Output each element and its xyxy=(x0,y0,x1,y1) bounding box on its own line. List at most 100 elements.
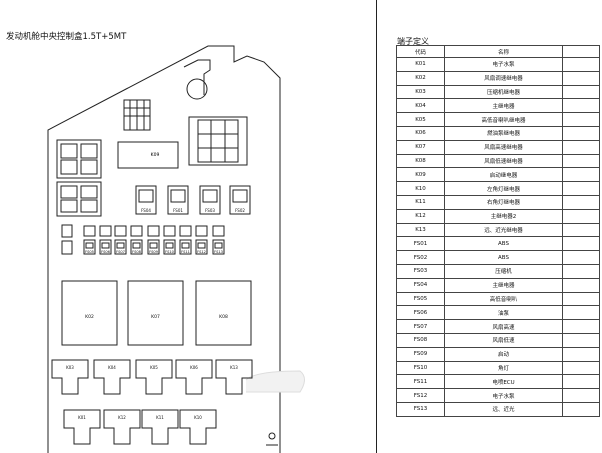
cell-code: FS02 xyxy=(396,250,445,265)
cell-name: 压缩机继电器 xyxy=(444,84,563,100)
large-fuse-slot xyxy=(202,189,218,203)
large-fuse xyxy=(199,185,221,215)
large-relay xyxy=(61,280,118,346)
cell-code: FS01 xyxy=(396,236,445,252)
small-fuse-label: FS08 xyxy=(132,250,142,254)
cell-extra xyxy=(562,70,600,86)
cell-code: FS07 xyxy=(396,319,445,334)
cell-extra xyxy=(562,139,600,155)
cell-name: 远、近光继电器 xyxy=(444,222,563,238)
cell-code: FS08 xyxy=(396,332,445,348)
cell-code: K11 xyxy=(396,194,445,210)
cell-code: FS11 xyxy=(396,374,445,390)
cell-name: 主继电器 xyxy=(444,98,563,114)
small-fuse-top xyxy=(195,225,208,237)
relay-socket-label: K05 xyxy=(150,365,158,370)
cell-code: K08 xyxy=(396,153,445,169)
header-name: 名称 xyxy=(444,45,563,58)
cell-extra xyxy=(562,194,600,210)
small-fuse-slot xyxy=(181,242,190,249)
cell-code: K01 xyxy=(396,57,445,72)
cell-name: 启动继电器 xyxy=(444,167,563,183)
cell-name: 油泵 xyxy=(444,305,563,321)
small-fuse-top xyxy=(99,225,112,237)
cell-name: 风扇低速 xyxy=(444,332,563,348)
large-relay xyxy=(195,280,252,346)
small-fuse-label: FS05 xyxy=(85,250,94,254)
cell-name: 风扇低速继电器 xyxy=(444,153,563,169)
cell-extra xyxy=(562,374,600,390)
cell-extra xyxy=(562,250,600,265)
cell-code: K09 xyxy=(396,167,445,183)
cell-extra xyxy=(562,291,600,307)
cell-code: K13 xyxy=(396,222,445,238)
cell-name: 右角灯继电器 xyxy=(444,194,563,210)
large-fuse-label: FS01 xyxy=(173,208,183,213)
header-code: 代码 xyxy=(396,45,445,58)
small-fuse xyxy=(99,239,112,255)
page-title: 发动机舱中央控制盒1.5T+5MT xyxy=(6,32,127,42)
large-relay-label: K02 xyxy=(85,314,94,320)
cell-name: 主继电器 xyxy=(444,277,563,293)
cell-code: FS10 xyxy=(396,360,445,376)
small-fuse-top xyxy=(147,225,160,237)
relay-socket-label: K10 xyxy=(194,415,202,420)
cell-code: K06 xyxy=(396,125,445,141)
cell-name: 高低音喇叭继电器 xyxy=(444,112,563,127)
relay-socket xyxy=(175,359,213,395)
small-fuse-slot xyxy=(197,242,206,249)
cell-name: ABS xyxy=(444,250,563,265)
cell-extra xyxy=(562,153,600,169)
relay-socket xyxy=(141,409,179,445)
cell-extra xyxy=(562,332,600,348)
cell-name: 电子水泵 xyxy=(444,57,563,72)
cell-name: 电喷ECU xyxy=(444,374,563,390)
large-relay-label: K08 xyxy=(219,314,228,320)
cell-name: 风扇高速继电器 xyxy=(444,139,563,155)
small-fuse-top xyxy=(163,225,176,237)
relay-socket-label: K06 xyxy=(190,365,198,370)
cell-code: FS04 xyxy=(396,277,445,293)
cell-code: K02 xyxy=(396,70,445,86)
cell-extra xyxy=(562,401,600,417)
large-fuse-label: FS02 xyxy=(235,208,245,213)
cell-name: 高低音喇叭 xyxy=(444,291,563,307)
cell-name: 压缩机 xyxy=(444,263,563,279)
cell-extra xyxy=(562,84,600,100)
small-fuse-top xyxy=(83,225,96,237)
cell-code: K04 xyxy=(396,98,445,114)
small-fuse-label: FS06 xyxy=(101,250,111,254)
small-fuse-top xyxy=(130,225,143,237)
cell-extra xyxy=(562,263,600,279)
relay-socket-label: K12 xyxy=(118,415,126,420)
relay-socket xyxy=(93,359,131,395)
large-fuse xyxy=(135,185,157,215)
cell-code: K05 xyxy=(396,112,445,127)
k09-label: K09 xyxy=(151,152,160,158)
small-fuse xyxy=(179,239,192,255)
cell-name: ABS xyxy=(444,236,563,252)
small-fuse xyxy=(212,239,225,255)
small-fuse-label: FS07 xyxy=(116,250,125,254)
small-fuse xyxy=(163,239,176,255)
relay-socket-label: K03 xyxy=(66,365,74,370)
cell-extra xyxy=(562,125,600,141)
small-fuse-slot xyxy=(132,242,141,249)
cell-name: 左角灯继电器 xyxy=(444,181,563,196)
cell-code: FS13 xyxy=(396,401,445,417)
large-relay xyxy=(127,280,184,346)
